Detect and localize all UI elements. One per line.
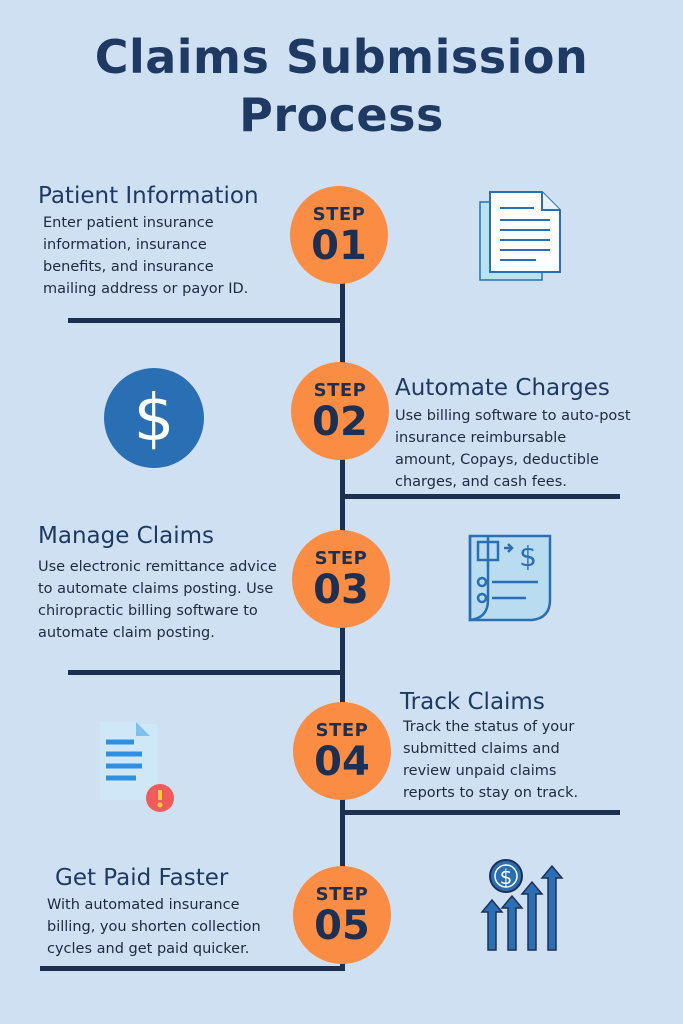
step-badge-01: STEP 01: [290, 186, 388, 284]
title-line-1: Claims Submission: [94, 30, 589, 84]
svg-text:$: $: [134, 382, 175, 456]
connector-2: [340, 494, 620, 499]
step-body-03: Use electronic remittance advice to auto…: [38, 559, 277, 641]
step-number: 03: [313, 567, 369, 613]
page-title: Claims Submission Process: [0, 28, 683, 144]
connector-4: [340, 810, 620, 815]
step-body-02: Use billing software to auto-post insura…: [395, 408, 631, 490]
step-heading-03: Manage Claims: [38, 523, 214, 549]
step-label: STEP: [315, 884, 369, 905]
step-body-01: Enter patient insurance information, ins…: [43, 215, 249, 297]
svg-text:$: $: [500, 865, 513, 889]
document-icon: [476, 190, 566, 290]
step-number: 05: [314, 903, 370, 949]
step-number: 04: [314, 739, 370, 785]
step-number: 01: [311, 223, 367, 269]
step-label: STEP: [314, 548, 368, 569]
step-badge-05: STEP 05: [293, 866, 391, 964]
document-alert-icon: [96, 718, 182, 819]
step-label: STEP: [312, 204, 366, 225]
step-heading-04: Track Claims: [400, 689, 545, 715]
title-line-2: Process: [239, 88, 444, 142]
growth-arrows-icon: $: [478, 854, 570, 957]
step-badge-03: STEP 03: [292, 530, 390, 628]
step-body-05: With automated insurance billing, you sh…: [47, 897, 261, 957]
step-label: STEP: [313, 380, 367, 401]
step-badge-02: STEP 02: [291, 362, 389, 460]
step-label: STEP: [315, 720, 369, 741]
step-body-04: Track the status of your submitted claim…: [403, 719, 579, 801]
step-heading-01: Patient Information: [38, 183, 259, 209]
invoice-icon: $: [466, 530, 558, 633]
connector-3: [68, 670, 344, 675]
step-heading-05: Get Paid Faster: [55, 865, 229, 891]
svg-text:$: $: [519, 540, 537, 573]
step-heading-02: Automate Charges: [395, 375, 610, 401]
connector-1: [68, 318, 344, 323]
step-number: 02: [312, 399, 368, 445]
step-badge-04: STEP 04: [293, 702, 391, 800]
connector-5: [40, 966, 345, 971]
dollar-coin-icon: $: [104, 368, 204, 473]
